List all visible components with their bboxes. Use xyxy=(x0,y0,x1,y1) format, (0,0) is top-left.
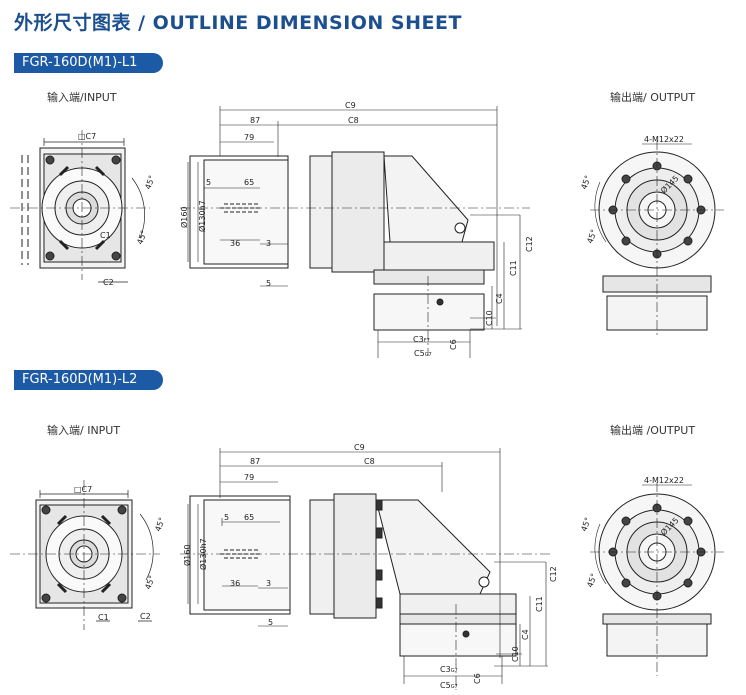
dim-c3-l1: C3F7 xyxy=(413,335,430,344)
dim-65-l1: 65 xyxy=(244,178,254,187)
dim-c2-l1: C2 xyxy=(103,278,114,287)
dim-5b-l1: 5 xyxy=(266,279,271,288)
dim-c10-l1: C10 xyxy=(485,310,494,326)
dim-5b-l2: 5 xyxy=(268,618,273,627)
dim-79-l1: 79 xyxy=(244,133,254,142)
input-label-l2: 输入端/ INPUT xyxy=(47,424,121,437)
dim-45a-l2: 45° xyxy=(153,516,166,532)
model-badge-l2: FGR-160D(M1)-L2 xyxy=(14,370,163,390)
dim-c8-l2: C8 xyxy=(364,457,375,466)
input-end-view-l2 xyxy=(10,480,160,630)
dim-c6-l1: C6 xyxy=(449,339,458,350)
dim-65-l2: 65 xyxy=(244,513,254,522)
page-title: 外形尺寸图表 / OUTLINE DIMENSION SHEET xyxy=(14,12,462,34)
dim-36-l2: 36 xyxy=(230,579,240,588)
dim-36-l1: 36 xyxy=(230,239,240,248)
model-badge-l1: FGR-160D(M1)-L1 xyxy=(14,53,163,73)
dim-c1-l2: C1 xyxy=(98,613,109,622)
dim-130-l1: Ø130h7 xyxy=(197,200,207,232)
dim-3-l2: 3 xyxy=(266,579,271,588)
dim-c8-l1: C8 xyxy=(348,116,359,125)
dim-m12-l1: 4-M12x22 xyxy=(644,135,684,144)
dim-c5-l1: C5G7 xyxy=(414,349,432,358)
dim-c11-l1: C11 xyxy=(509,260,518,276)
side-view-l2 xyxy=(180,448,550,690)
output-end-view-l1 xyxy=(590,140,724,336)
dim-87-l2: 87 xyxy=(250,457,260,466)
dim-c12-l2: C12 xyxy=(549,566,558,582)
dim-c12-l1: C12 xyxy=(525,236,534,252)
dim-87-l1: 87 xyxy=(250,116,260,125)
dim-c11-l2: C11 xyxy=(535,596,544,612)
dim-c5-l2: C5G7 xyxy=(440,681,458,690)
dim-m12-l2: 4-M12x22 xyxy=(644,476,684,485)
dim-45b-l2: 45° xyxy=(143,574,156,590)
dim-c1-l1: C1 xyxy=(100,231,111,240)
dim-c7-l1: □C7 xyxy=(78,132,96,141)
output-label-l2: 输出端 /OUTPUT xyxy=(610,424,696,437)
dim-5a-l1: 5 xyxy=(206,178,211,187)
dim-o45a-l2: 45° xyxy=(579,516,592,532)
dim-5a-l2: 5 xyxy=(224,513,229,522)
dim-160-l2: Ø160 xyxy=(182,544,192,566)
dim-130-l2: Ø130h7 xyxy=(198,538,208,570)
dim-c6-l2: C6 xyxy=(473,673,482,684)
output-end-view-l2 xyxy=(590,482,724,676)
dim-o45b-l2: 45° xyxy=(585,572,598,588)
dim-160-l1: Ø160 xyxy=(179,206,189,228)
dim-c10-l2: C10 xyxy=(511,646,520,662)
dim-c9-l2: C9 xyxy=(354,443,365,452)
output-label-l1: 输出端/ OUTPUT xyxy=(610,91,696,104)
dim-c9-l1: C9 xyxy=(345,101,356,110)
dim-79-l2: 79 xyxy=(244,473,254,482)
dim-3-l1: 3 xyxy=(266,239,271,248)
dim-c4-l1: C4 xyxy=(495,293,504,304)
dim-c4-l2: C4 xyxy=(521,629,530,640)
input-end-view-l1 xyxy=(10,130,150,283)
dim-c3-l2: C3G7 xyxy=(440,665,458,674)
dim-c7-l2: □C7 xyxy=(74,485,92,494)
side-view-l1 xyxy=(180,106,530,358)
input-label-l1: 输入端/INPUT xyxy=(47,91,117,104)
dim-c2-l2: C2 xyxy=(140,612,151,621)
